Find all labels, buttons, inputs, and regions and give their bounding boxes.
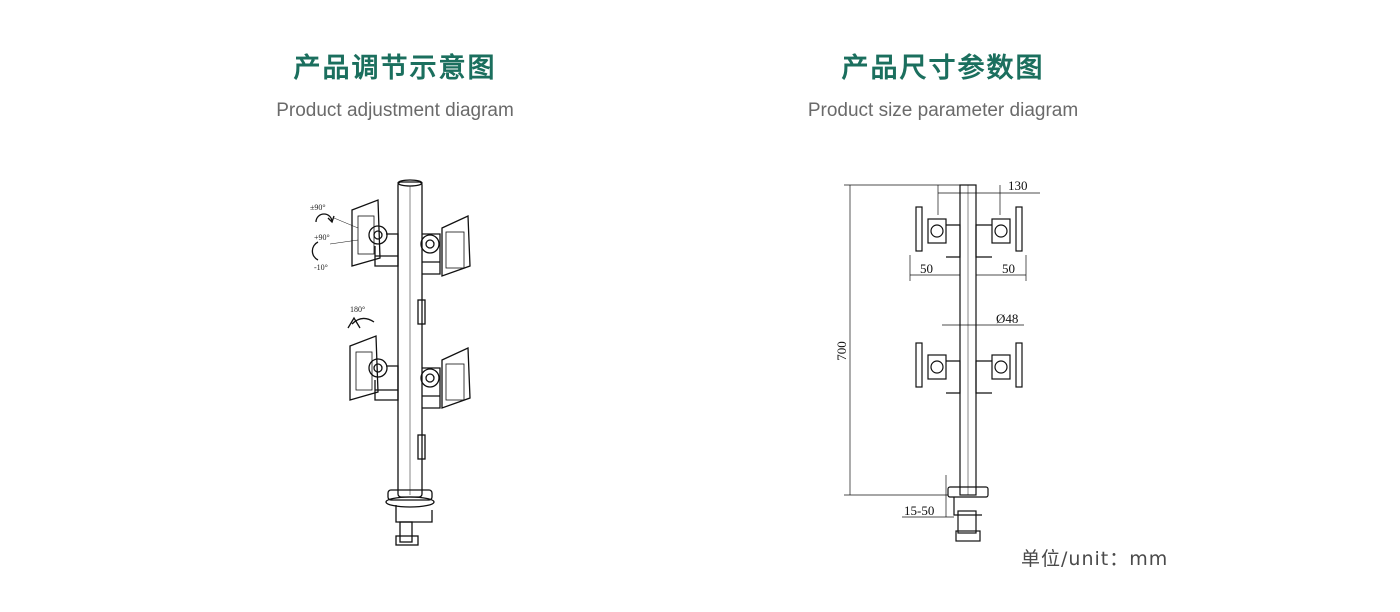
head-upper-left bbox=[915, 206, 961, 258]
adjustment-title: 产品调节示意图 bbox=[293, 53, 497, 84]
clamp-base bbox=[947, 486, 989, 542]
head-lower-right bbox=[975, 342, 1023, 394]
lower-right-head bbox=[420, 347, 471, 409]
size-subtitle: Product size parameter diagram bbox=[807, 100, 1079, 121]
dim-right-offset: 50 bbox=[1002, 261, 1015, 276]
tilt-arrow bbox=[315, 213, 333, 223]
dim-pole-diameter: Ø48 bbox=[996, 311, 1018, 326]
size-title: 产品尺寸参数图 bbox=[841, 53, 1045, 84]
tilt-label: ±90° bbox=[310, 203, 326, 212]
unit-note: 单位/unit：mm bbox=[1021, 548, 1169, 570]
head-lower-left bbox=[915, 342, 961, 394]
dim-left-offset: 50 bbox=[920, 261, 933, 276]
rotate-label: 180° bbox=[350, 305, 365, 314]
dim-top-width: 130 bbox=[1008, 178, 1028, 193]
adjustment-subtitle: Product adjustment diagram bbox=[276, 100, 514, 121]
size-diagram: 130 50 50 Ø48 700 15-50 bbox=[834, 178, 1040, 542]
lower-left-head bbox=[349, 335, 399, 401]
upper-right-head bbox=[420, 215, 471, 277]
swivel-arrow bbox=[311, 241, 319, 261]
clamp-base bbox=[385, 489, 435, 546]
swivel-bottom-label: -10° bbox=[314, 263, 328, 272]
upper-left-head bbox=[351, 199, 399, 267]
dim-height: 700 bbox=[834, 341, 849, 361]
adjustment-diagram: ±90° +90° -10° 180° bbox=[310, 179, 471, 546]
swivel-top-label: +90° bbox=[314, 233, 330, 242]
rotate-arrow bbox=[351, 317, 375, 325]
head-upper-right bbox=[975, 206, 1023, 258]
dim-clamp-range: 15-50 bbox=[904, 503, 934, 518]
